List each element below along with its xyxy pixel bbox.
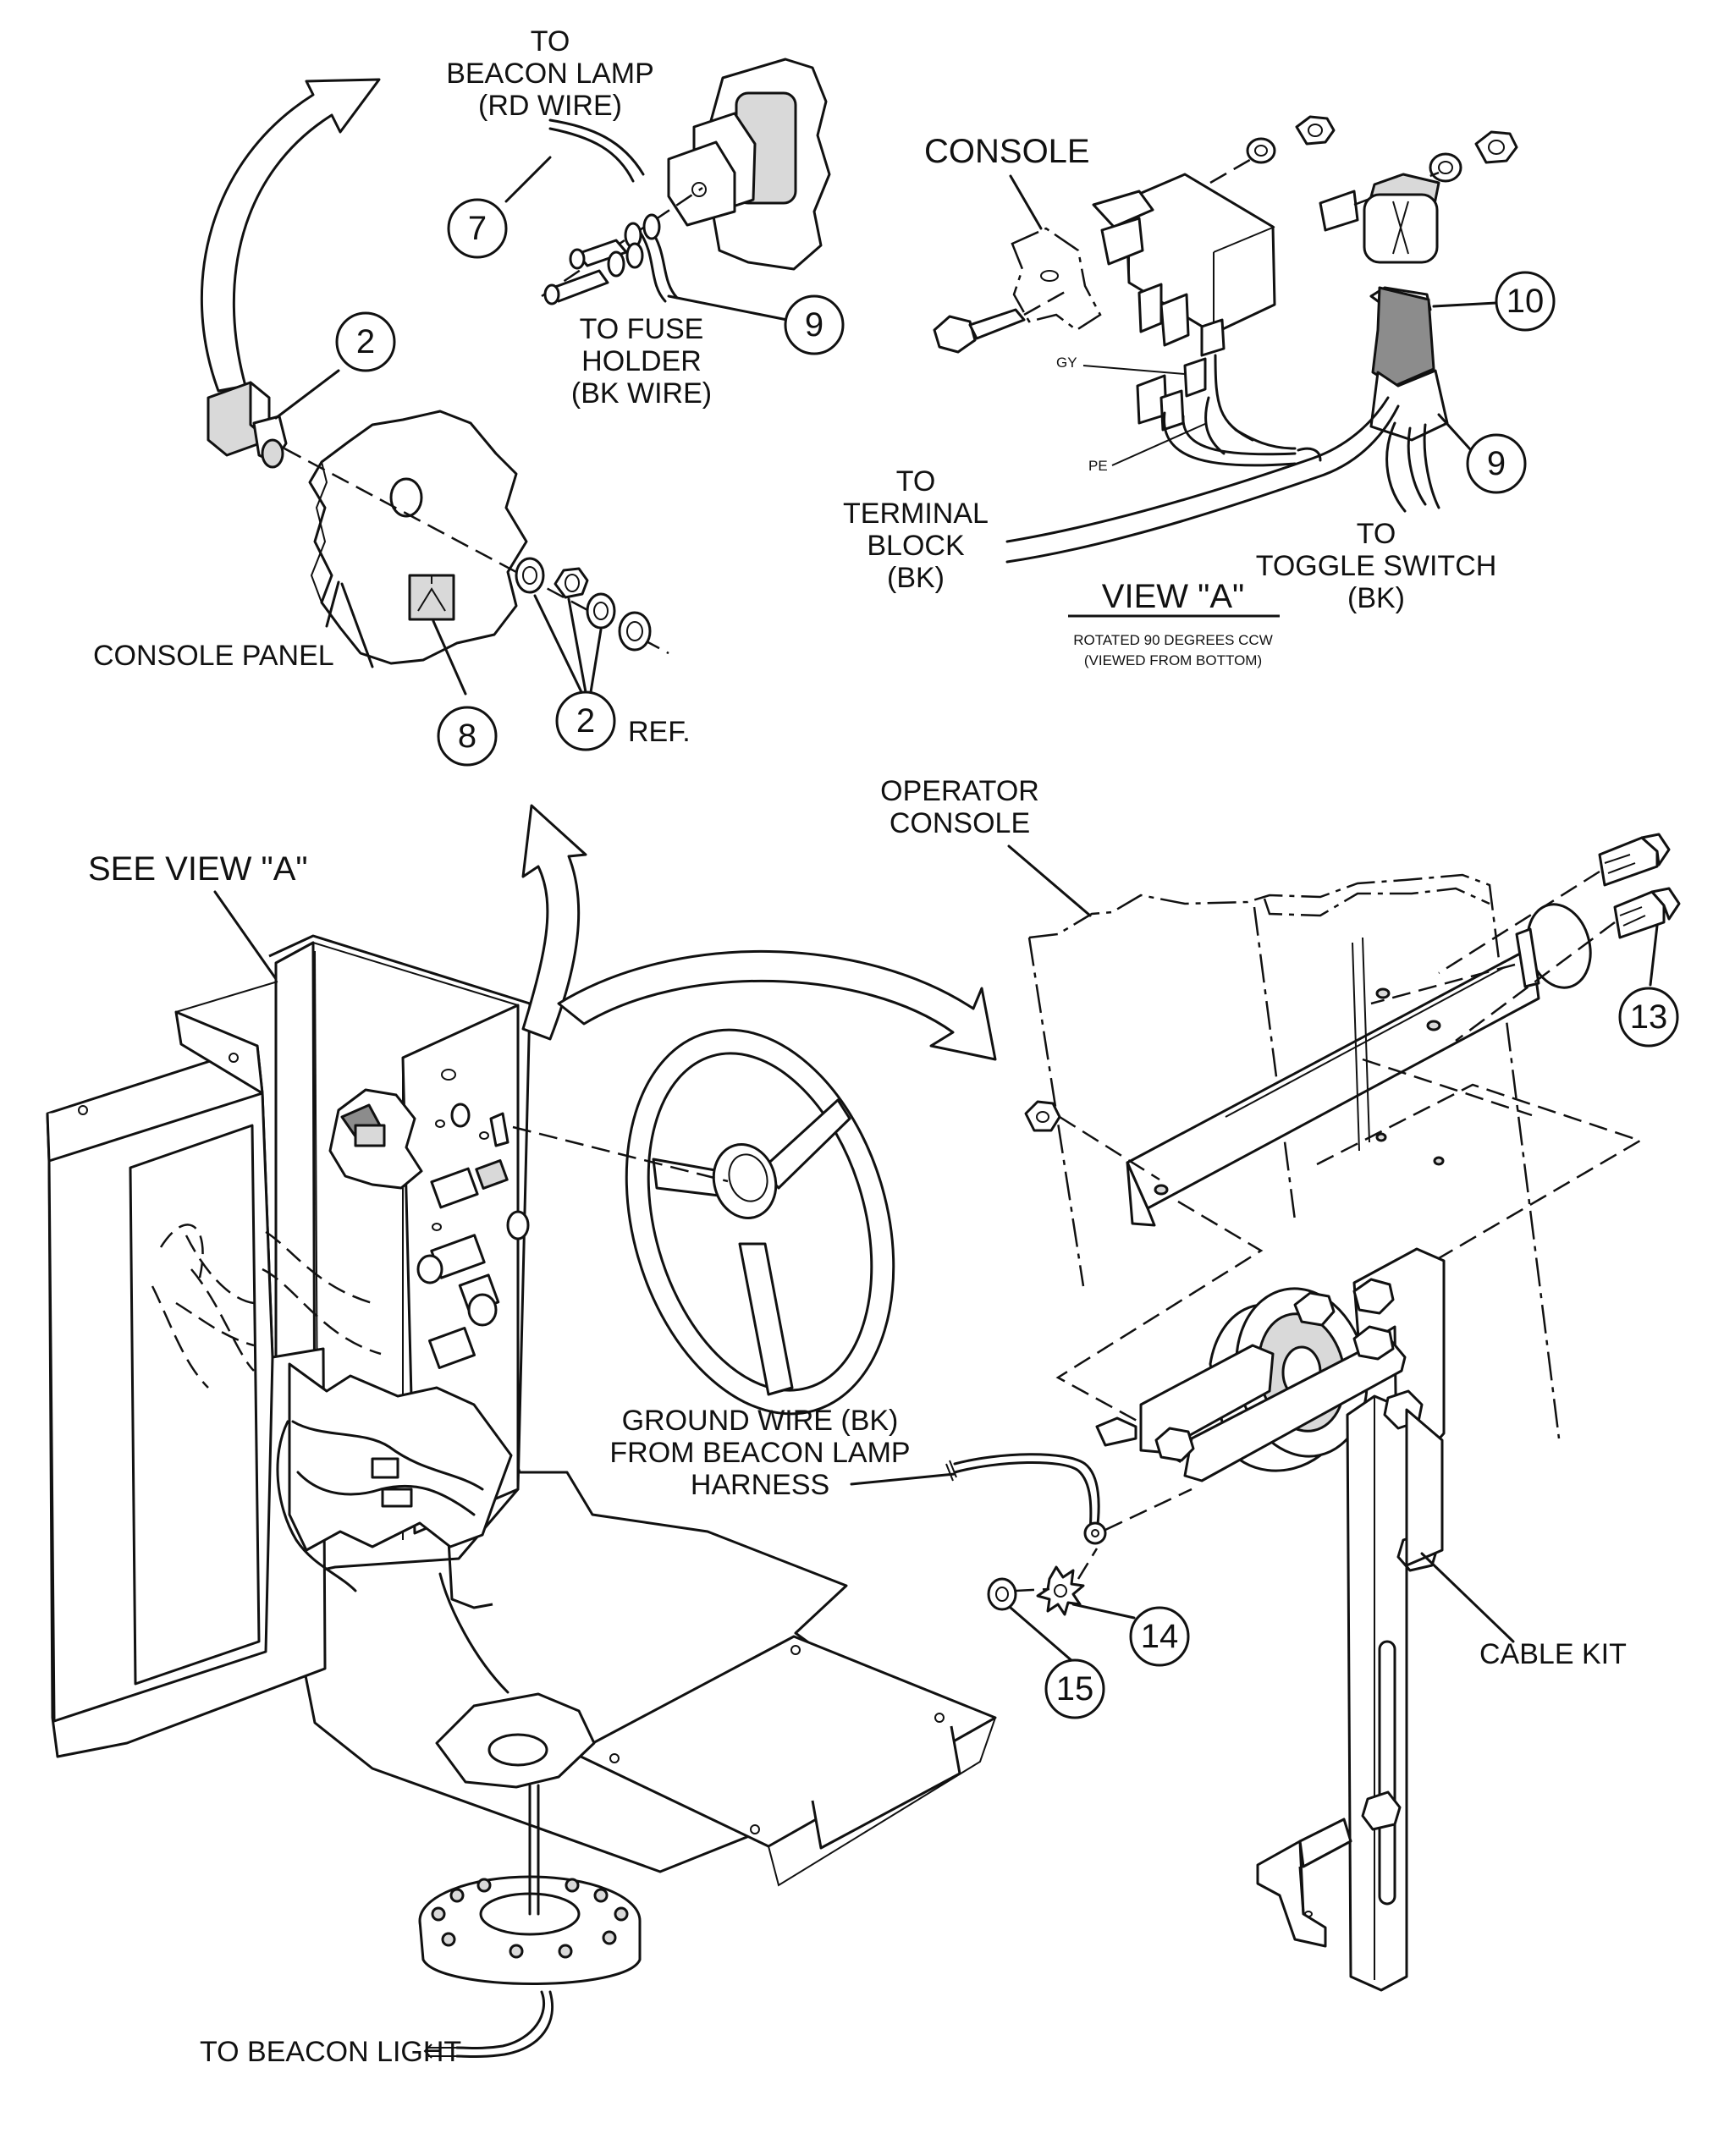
callout-9-upper: 9: [805, 306, 823, 344]
beacon-base: [418, 1784, 642, 2059]
callout-8: 8: [458, 718, 476, 755]
to-terminal-block-line-1: TO: [896, 465, 936, 498]
callout-7: 7: [468, 210, 487, 247]
to-toggle-switch-line-3: (BK): [1347, 582, 1405, 614]
to-fuse-holder-line-2: HOLDER: [581, 345, 702, 377]
ref-label: REF.: [628, 716, 691, 748]
bolts: [1370, 833, 1681, 1042]
lock-nut: [987, 1577, 1017, 1611]
view-a-note-line-2: (VIEWED FROM BOTTOM): [1084, 652, 1262, 668]
to-fuse-holder-line-1: TO FUSE: [580, 313, 704, 345]
callout-2-upper: 2: [356, 323, 375, 360]
console-panel-label: CONSOLE PANEL: [93, 640, 334, 672]
pe-label: PE: [1088, 458, 1108, 474]
relay: [1092, 173, 1359, 432]
to-beacon-lamp-line-2: BEACON LAMP: [446, 58, 654, 90]
ground-wire-line-2: FROM BEACON LAMP: [609, 1437, 910, 1469]
bolt: [933, 289, 1067, 354]
callout-9-view-a: 9: [1487, 445, 1506, 482]
to-toggle-switch-line-1: TO: [1357, 518, 1396, 550]
see-view-a-label: SEE VIEW "A": [88, 850, 308, 888]
mounting-hardware: [515, 557, 652, 652]
view-a-note-line-1: ROTATED 90 DEGREES CCW: [1073, 632, 1273, 648]
ground-wire-line-3: HARNESS: [691, 1469, 829, 1501]
ground-wire-line-1: GROUND WIRE (BK): [622, 1405, 899, 1437]
callout-13: 13: [1630, 998, 1668, 1036]
callout-2-ref: 2: [576, 702, 595, 740]
callout-14: 14: [1141, 1618, 1179, 1655]
to-terminal-block-line-2: TERMINAL: [843, 498, 989, 530]
lamp-socket: [541, 58, 831, 298]
toggle-switch: [207, 381, 288, 469]
view-a-detail: CONSOLE: [843, 115, 1556, 668]
curved-arrow-up-icon: [521, 804, 587, 1041]
operator-console-assembly: SEE VIEW "A": [46, 804, 997, 2068]
curved-arrow-right-icon: [557, 950, 997, 1061]
to-terminal-block-line-4: (BK): [887, 562, 945, 594]
operator-console-line-2: CONSOLE: [890, 807, 1030, 839]
steering-wheel: [512, 1028, 895, 1416]
callout-10: 10: [1506, 283, 1545, 320]
to-fuse-holder-line-3: (BK WIRE): [571, 377, 712, 410]
to-beacon-lamp-line-3: (RD WIRE): [478, 90, 622, 122]
to-beacon-lamp-line-1: TO: [531, 25, 570, 58]
pivot-assembly: [1095, 1247, 1446, 1992]
to-beacon-light-label: TO BEACON LIGHT: [200, 2036, 461, 2068]
view-a-hardware: [1209, 115, 1518, 206]
console-panel-plate: [284, 410, 669, 665]
callout-15: 15: [1056, 1670, 1094, 1708]
to-toggle-switch-line-2: TOGGLE SWITCH: [1256, 550, 1497, 582]
console-label: CONSOLE: [924, 133, 1090, 170]
view-a-title: VIEW "A": [1102, 578, 1244, 615]
screw-lower: [543, 242, 644, 305]
star-washer: [1036, 1565, 1085, 1616]
curved-arrow-icon: [200, 78, 381, 393]
svg-text:ROTATED 90 DEGREES CCW(VIEWED: ROTATED 90 DEGREES CCW (VIEWED FROM BOTTO…: [1073, 632, 1273, 668]
to-terminal-block-line-3: BLOCK: [867, 530, 965, 562]
cable-kit-label: CABLE KIT: [1479, 1638, 1627, 1670]
gy-label: GY: [1056, 355, 1077, 371]
operator-console-line-1: OPERATOR: [880, 775, 1039, 807]
